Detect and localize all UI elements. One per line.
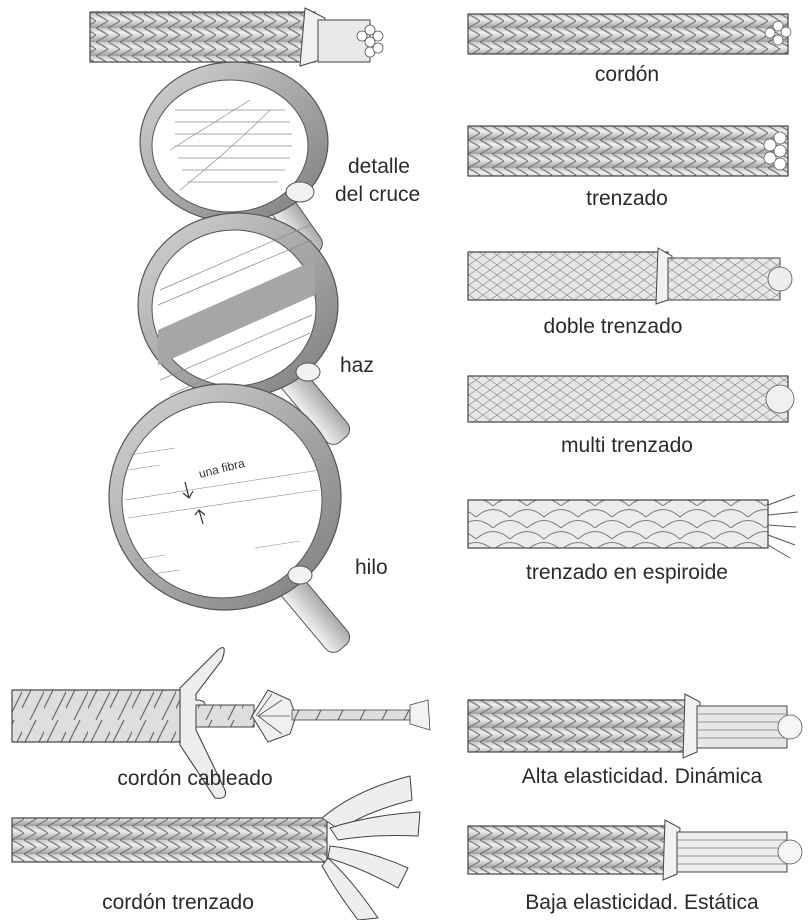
label-espiroide: trenzado en espiroide — [526, 562, 728, 583]
rope-estatica-illustration — [468, 820, 802, 880]
label-detalle-line1: detalle — [348, 156, 410, 177]
label-cordon-trenzado: cordón trenzado — [102, 892, 254, 913]
label-dinamica: Alta elasticidad. Dinámica — [522, 766, 762, 787]
rope-dinamica-illustration — [468, 694, 802, 758]
label-cordon-cableado: cordón cableado — [117, 768, 272, 789]
label-multi-trenzado: multi trenzado — [561, 435, 693, 456]
label-detalle-line2: del cruce — [335, 184, 420, 205]
label-haz: haz — [340, 355, 374, 376]
label-hilo: hilo — [355, 557, 388, 578]
rope-trenzado-illustration — [468, 126, 788, 176]
rope-multi-trenzado-illustration — [468, 376, 794, 422]
rope-doble-trenzado-illustration — [468, 248, 792, 304]
label-estatica: Baja elasticidad. Estática — [525, 892, 758, 913]
label-trenzado: trenzado — [586, 188, 668, 209]
rope-cordon-illustration — [468, 14, 791, 54]
rope-espiroide-illustration — [468, 495, 798, 558]
top-rope-illustration — [90, 8, 383, 66]
label-cordon: cordón — [595, 64, 659, 85]
label-doble-trenzado: doble trenzado — [544, 316, 683, 337]
